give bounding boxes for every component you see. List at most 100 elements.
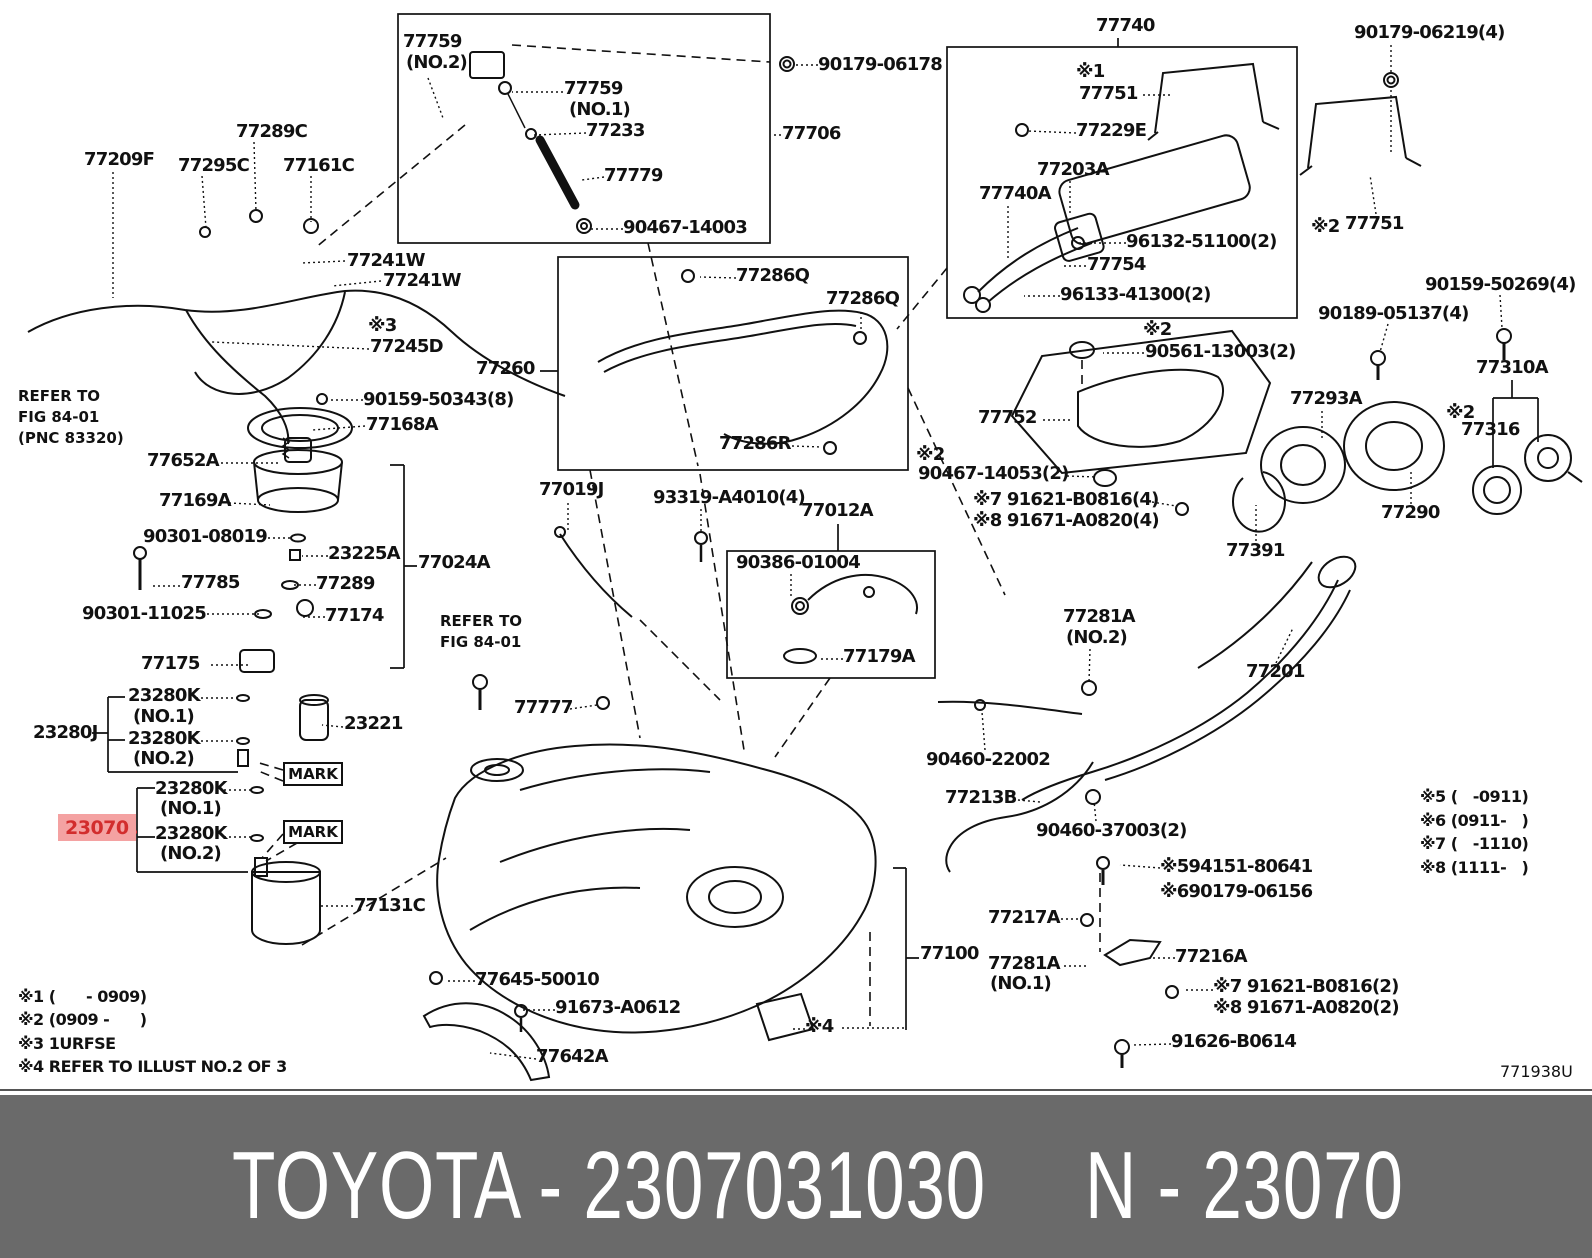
part-label: ※690179-06156	[1160, 881, 1313, 902]
part-label: 96133-41300(2)	[1060, 284, 1211, 305]
part-label: 77295C	[178, 155, 250, 176]
part-label: (NO.1)	[569, 99, 631, 120]
part-label: 77217A	[988, 907, 1061, 928]
footnote: ※7 ( -1110)	[1420, 834, 1529, 853]
part-label: 77289C	[236, 121, 308, 142]
part-label: 77310A	[1476, 357, 1549, 378]
part-label: 77201	[1246, 661, 1305, 682]
part-label: 77229E	[1076, 120, 1147, 141]
part-label: 77289	[316, 573, 375, 594]
part-label: 23280J	[33, 722, 98, 743]
part-label: 77316	[1461, 419, 1520, 440]
part-label: 90467-14053(2)	[918, 463, 1069, 484]
mark-box: MARK	[283, 820, 343, 844]
part-label: 90301-11025	[82, 603, 207, 624]
part-label: 77652A	[147, 450, 220, 471]
part-label: 90189-05137(4)	[1318, 303, 1469, 324]
part-label: 90179-06178	[818, 54, 943, 75]
part-label: 77740	[1096, 15, 1155, 36]
part-label: (NO.2)	[160, 843, 222, 864]
part-label: 23280K	[155, 778, 228, 799]
reference-note: (PNC 83320)	[18, 429, 124, 447]
part-label: 77168A	[366, 414, 439, 435]
part-label: 77759	[403, 31, 462, 52]
footer-banner: TOYOTA - 2307031030 N - 23070	[0, 1095, 1592, 1258]
part-label: 77245D	[370, 336, 444, 357]
footnote: ※8 (1111- )	[1420, 858, 1529, 877]
part-label: ※7 91621-B0816(2)	[1213, 976, 1399, 997]
part-label: ※3	[368, 315, 397, 336]
detail-boxes	[397, 13, 1298, 679]
part-shapes	[27, 51, 1583, 1082]
footnote: ※2 (0909 - )	[18, 1010, 147, 1029]
part-label: 77179A	[843, 646, 916, 667]
part-label: 77777	[514, 697, 573, 718]
part-label: ※594151-80641	[1160, 856, 1313, 877]
part-label: 90386-01004	[736, 552, 861, 573]
part-label: 77213B	[945, 787, 1017, 808]
part-label: 77785	[181, 572, 240, 593]
part-label: 90460-37003(2)	[1036, 820, 1187, 841]
part-label: 23221	[344, 713, 403, 734]
part-label: 90561-13003(2)	[1145, 341, 1296, 362]
part-label: 77233	[586, 120, 645, 141]
footnote: ※4 REFER TO ILLUST NO.2 OF 3	[18, 1057, 287, 1076]
part-label: 91673-A0612	[555, 997, 681, 1018]
diagram-sheet-code: 771938U	[1500, 1062, 1573, 1081]
reference-note: REFER TO	[18, 387, 101, 405]
part-label: 77779	[604, 165, 663, 186]
part-label: (NO.2)	[133, 748, 195, 769]
part-label: ※8 91671-A0820(4)	[973, 510, 1160, 531]
part-label: 77751	[1345, 213, 1404, 234]
banner-divider	[0, 1089, 1592, 1091]
part-label: 77241W	[383, 270, 461, 291]
part-label: 77281A	[988, 953, 1061, 974]
part-label: ※2	[1143, 319, 1172, 340]
group-brackets	[92, 38, 1539, 1030]
part-label: 90159-50343(8)	[363, 389, 514, 410]
highlighted-part-number: 23070	[58, 814, 136, 841]
part-label: 77161C	[283, 155, 355, 176]
reference-note: REFER TO	[440, 612, 523, 630]
part-label: ※7 91621-B0816(4)	[973, 489, 1159, 510]
part-label: 77293A	[1290, 388, 1363, 409]
part-label: 77209F	[84, 149, 155, 170]
part-label: 77286Q	[826, 288, 900, 309]
part-label: (NO.2)	[406, 52, 468, 73]
part-label: (NO.2)	[1066, 627, 1128, 648]
part-label: 77290	[1381, 502, 1440, 523]
part-label: 96132-51100(2)	[1126, 231, 1277, 252]
footnote: ※5 ( -0911)	[1420, 787, 1529, 806]
part-label: 77169A	[159, 490, 232, 511]
part-label: ※2	[916, 444, 945, 465]
part-label: 77174	[325, 605, 384, 626]
part-label: 77642A	[536, 1046, 609, 1067]
part-label: ※4	[805, 1016, 834, 1037]
part-label: 77754	[1087, 254, 1146, 275]
part-label: 93319-A4010(4)	[653, 487, 806, 508]
part-label: 77019J	[539, 479, 604, 500]
part-label: (NO.1)	[133, 706, 195, 727]
part-label: 77740A	[979, 183, 1052, 204]
mark-box: MARK	[283, 762, 343, 786]
reference-note: FIG 84-01	[18, 408, 100, 426]
part-label: ※8 91671-A0820(2)	[1213, 997, 1400, 1018]
part-label: 77706	[782, 123, 841, 144]
part-label: 90159-50269(4)	[1425, 274, 1576, 295]
reference-note: FIG 84-01	[440, 633, 522, 651]
part-label: ※2	[1446, 402, 1475, 423]
part-label: 77281A	[1063, 606, 1136, 627]
part-label: 77216A	[1175, 946, 1248, 967]
part-label: 90179-06219(4)	[1354, 22, 1505, 43]
part-label: 77391	[1226, 540, 1285, 561]
part-label: 90467-14003	[623, 217, 748, 238]
part-label: (NO.1)	[990, 973, 1052, 994]
part-label: 91626-B0614	[1171, 1031, 1297, 1052]
part-label: 90460-22002	[926, 749, 1051, 770]
part-label: 77175	[141, 653, 200, 674]
part-label: 77759	[564, 78, 623, 99]
part-label: 77645-50010	[475, 969, 600, 990]
part-label: 77203A	[1037, 159, 1110, 180]
